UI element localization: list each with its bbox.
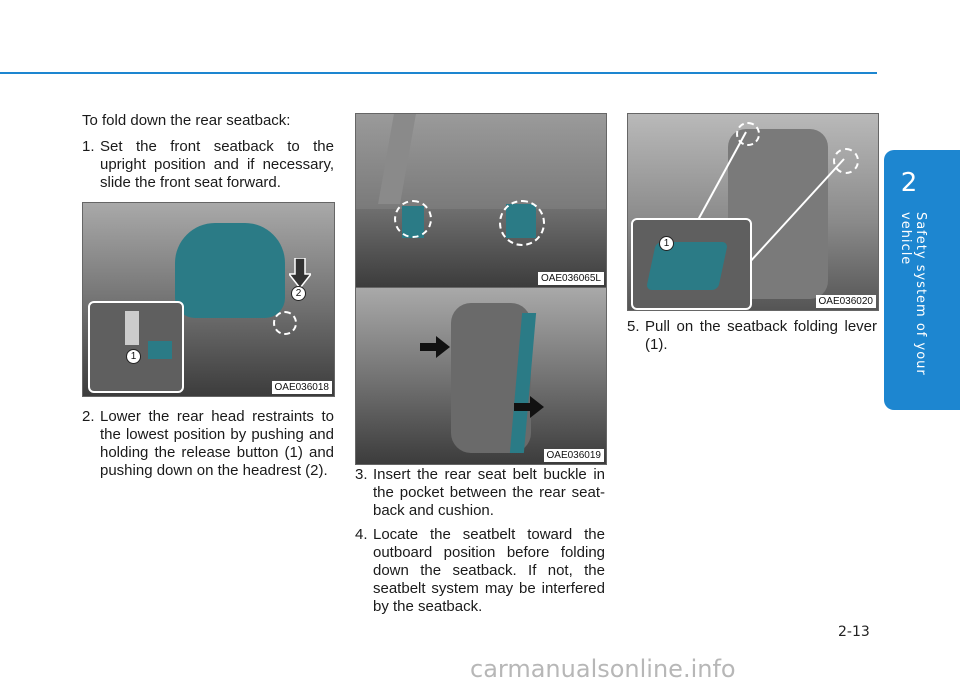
- arrow-right-icon: [514, 396, 544, 418]
- step-text: Insert the rear seat belt buckle in the …: [373, 466, 605, 519]
- step-2: 2. Lower the rear head restraints to the…: [82, 408, 334, 480]
- step-text: Lower the rear head restraints to the lo…: [100, 408, 334, 479]
- highlight-circle-right: [499, 200, 545, 246]
- headrest-post: [125, 311, 139, 345]
- callout-lines: [697, 131, 845, 265]
- header-rule: [0, 72, 877, 74]
- highlight-circle-left: [736, 122, 760, 146]
- figure-code: OAE036019: [543, 449, 604, 462]
- step-text: Pull on the seatback folding lever (1).: [645, 318, 877, 353]
- column-left-lower: 2. Lower the rear head restraints to the…: [82, 408, 334, 486]
- column-left: To fold down the rear seatback: 1. Set t…: [82, 100, 334, 198]
- step-number: 5.: [627, 318, 640, 335]
- arrow-right-icon: [420, 336, 450, 358]
- headrest-shape: [175, 223, 285, 318]
- step-5: 5. Pull on the seatback folding lever (1…: [627, 318, 877, 354]
- arrow-down-icon: [289, 258, 311, 290]
- inset-release-button: 1: [88, 301, 184, 393]
- callout-2: 2: [291, 286, 306, 301]
- watermark: carmanualsonline.info: [470, 655, 736, 683]
- folding-lever: [645, 242, 729, 290]
- callout-1: 1: [126, 349, 141, 364]
- step-1: 1. Set the front seatback to the upright…: [82, 138, 334, 192]
- chapter-title: Safety system of your vehicle: [898, 212, 928, 376]
- figure-code: OAE036020: [815, 295, 876, 308]
- intro-text: To fold down the rear seatback:: [82, 112, 291, 129]
- step-3: 3. Insert the rear seat belt buckle in t…: [355, 466, 605, 520]
- step-number: 4.: [355, 526, 368, 543]
- column-right: 5. Pull on the seatback folding lever (1…: [627, 318, 877, 360]
- step-4: 4. Locate the seatbelt toward the outboa…: [355, 526, 605, 616]
- chapter-tab: 2 Safety system of your vehicle: [884, 150, 960, 410]
- step-number: 2.: [82, 408, 95, 425]
- figure-headrest: 2 1 OAE036018: [82, 202, 335, 397]
- callout-1: 1: [659, 236, 674, 251]
- figure-code: OAE036018: [271, 381, 332, 394]
- step-number: 3.: [355, 466, 368, 483]
- column-middle: 3. Insert the rear seat belt buckle in t…: [355, 466, 605, 622]
- step-text: Locate the seatbelt toward the outboard …: [373, 526, 605, 615]
- page-number: 2-13: [838, 624, 870, 640]
- highlight-circle: [273, 311, 297, 335]
- highlight-circle-right: [833, 148, 859, 174]
- step-text: Set the front seatback to the upright po…: [100, 138, 334, 191]
- step-number: 1.: [82, 138, 95, 155]
- release-button: [148, 341, 172, 359]
- chapter-number: 2: [900, 168, 918, 198]
- figure-folding-lever: 1 OAE036020: [627, 113, 879, 311]
- figure-code: OAE036065L: [537, 272, 604, 285]
- figure-buckle: OAE036065L: [355, 113, 607, 288]
- figure-seatbelt: OAE036019: [355, 287, 607, 465]
- inset-folding-lever: 1: [631, 218, 752, 310]
- highlight-circle-left: [394, 200, 432, 238]
